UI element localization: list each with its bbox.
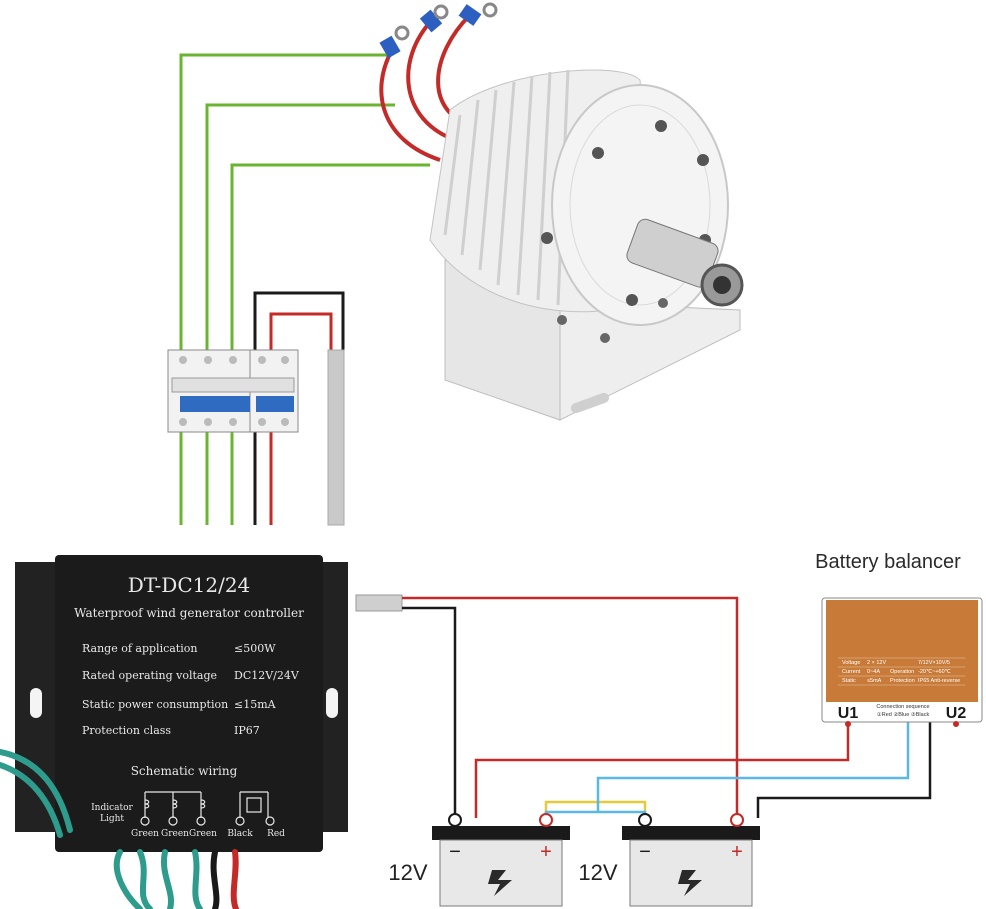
battery-1: − + bbox=[432, 813, 570, 907]
terminal-label-4: Black bbox=[227, 829, 253, 839]
spec-row-1-col-4: 7/12V×10V/5 bbox=[918, 660, 950, 666]
schematic-symbols bbox=[140, 791, 275, 826]
controller-cables bbox=[0, 749, 239, 909]
balancer-title: Battery balancer bbox=[815, 551, 961, 573]
spec-row-3-col-1: Static bbox=[842, 678, 856, 684]
battery-1-plus: + bbox=[540, 841, 552, 863]
spec-value-2: DC12V/24V bbox=[234, 669, 300, 682]
battery-2: − + bbox=[622, 813, 760, 907]
battery-1-voltage: 12V bbox=[388, 860, 427, 885]
circuit-breaker bbox=[167, 349, 299, 433]
spec-row-2-col-4: -20℃~+60℃ bbox=[918, 669, 952, 675]
battery-2-voltage: 12V bbox=[578, 860, 617, 885]
dc-wires bbox=[253, 291, 345, 525]
battery-balancer-module: Voltage 2 × 12V 7/12V×10V/5 Current 0~4A… bbox=[821, 597, 983, 727]
terminal-label-5: Red bbox=[267, 829, 285, 839]
port-u2-label: U2 bbox=[946, 705, 967, 722]
spec-label-3: Static power consumption bbox=[82, 698, 228, 711]
generator-wiring-section bbox=[167, 2, 744, 526]
battery-1-minus: − bbox=[449, 841, 461, 863]
battery-balancer-section: − + 12V − + 12V Battery balancer Vol bbox=[355, 551, 983, 907]
spec-row-2-col-3: Operation bbox=[890, 669, 914, 675]
spec-row-1-col-1: Voltage bbox=[842, 660, 860, 666]
terminal-label-3: Green bbox=[189, 829, 217, 839]
spec-value-1: ≤500W bbox=[234, 642, 276, 655]
balancer-spec-table: Voltage 2 × 12V 7/12V×10V/5 Current 0~4A… bbox=[838, 657, 965, 686]
controller-subtitle: Waterproof wind generator controller bbox=[74, 606, 304, 620]
controller-left-slot bbox=[30, 688, 42, 718]
spec-row-3-col-3: Protection bbox=[890, 678, 915, 684]
spec-label-2: Rated operating voltage bbox=[82, 669, 217, 682]
spec-label-4: Protection class bbox=[82, 724, 171, 737]
battery-2-plus: + bbox=[731, 841, 743, 863]
spec-value-4: IP67 bbox=[234, 724, 260, 737]
spec-row-2-col-2: 0~4A bbox=[867, 669, 880, 675]
spec-row-2-col-1: Current bbox=[842, 669, 861, 675]
indicator-label-2: Light bbox=[100, 814, 124, 824]
green-wires bbox=[179, 53, 430, 525]
indicator-label-1: Indicator bbox=[91, 803, 133, 813]
terminal-label-2: Green bbox=[161, 829, 189, 839]
schematic-title: Schematic wiring bbox=[131, 764, 238, 778]
battery-2-minus: − bbox=[639, 841, 651, 863]
controller-right-slot bbox=[326, 688, 338, 718]
wind-generator-motor bbox=[429, 69, 744, 421]
spec-row-1-col-2: 2 × 12V bbox=[867, 660, 886, 666]
connection-sequence-label: Connection sequence bbox=[876, 704, 929, 710]
controller-body bbox=[55, 555, 323, 852]
spec-value-3: ≤15mA bbox=[234, 698, 277, 711]
terminal-label-1: Green bbox=[131, 829, 159, 839]
controller-model: DT-DC12/24 bbox=[128, 573, 251, 597]
spec-row-3-col-4: IP65 Anti-reverse bbox=[918, 678, 960, 684]
connection-sequence-items: ①Red ②Blue ③Black bbox=[877, 711, 930, 718]
spec-label-1: Range of application bbox=[82, 642, 197, 655]
ring-terminals bbox=[379, 2, 498, 59]
port-u1-label: U1 bbox=[838, 705, 859, 722]
grey-cable bbox=[327, 349, 345, 526]
cable-plug bbox=[355, 594, 403, 612]
wind-controller: DT-DC12/24 Waterproof wind generator con… bbox=[0, 555, 348, 909]
spec-row-3-col-2: ≤5mA bbox=[867, 678, 882, 684]
